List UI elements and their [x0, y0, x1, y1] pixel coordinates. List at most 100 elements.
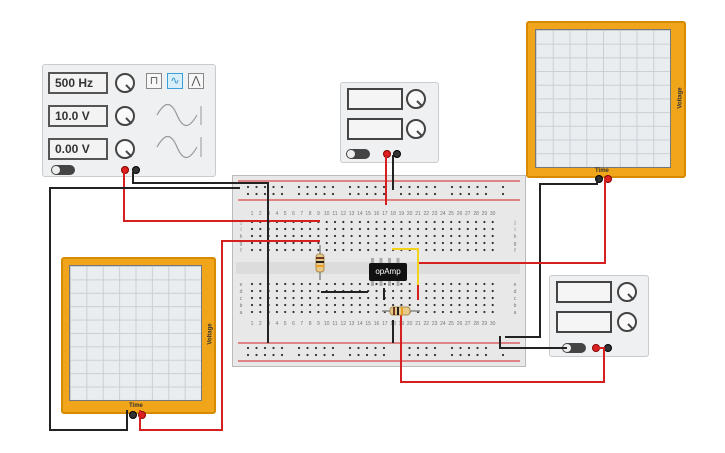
row-letter: a — [240, 310, 243, 316]
rail-hole — [331, 353, 335, 357]
breadboard-hole — [392, 296, 395, 300]
rail-hole — [382, 346, 386, 350]
row-letter: j — [513, 220, 515, 226]
rail-hole — [467, 353, 471, 357]
column-number: 18 — [390, 211, 396, 217]
power-supply-top[interactable] — [340, 82, 439, 163]
rail-hole — [399, 192, 403, 196]
rail-hole — [450, 346, 454, 350]
row-letter: e — [514, 282, 517, 288]
breadboard-hole — [491, 310, 494, 314]
rail-hole — [357, 353, 360, 357]
breadboard-hole — [259, 227, 262, 231]
breadboard-hole — [317, 296, 320, 300]
voltage-knob[interactable] — [617, 282, 637, 302]
breadboard-hole — [433, 227, 436, 231]
rail-hole — [323, 192, 326, 196]
breadboard-hole — [325, 289, 328, 293]
breadboard-hole — [292, 310, 295, 314]
negative-terminal[interactable] — [393, 150, 401, 158]
rail-hole — [255, 346, 258, 350]
oscilloscope-top[interactable]: Voltage Time — [526, 21, 686, 183]
column-number: 3 — [267, 211, 270, 217]
breadboard-hole — [309, 303, 312, 307]
column-number: 10 — [324, 321, 330, 327]
breadboard-hole — [309, 289, 312, 293]
waveform-preview-icon — [156, 103, 202, 159]
current-knob[interactable] — [617, 312, 637, 332]
breadboard-hole — [483, 296, 486, 300]
current-knob[interactable] — [406, 119, 426, 139]
function-generator[interactable]: 500 Hz 10.0 V 0.00 V ⊓ ∿ ⋀ — [42, 64, 216, 177]
rail-hole — [416, 185, 420, 189]
column-number: 20 — [407, 321, 413, 327]
rail-hole — [459, 185, 462, 189]
breadboard-hole — [400, 234, 403, 238]
breadboard-hole — [267, 303, 270, 307]
dc-offset-knob[interactable] — [115, 139, 135, 159]
amplitude-knob[interactable] — [115, 106, 135, 126]
row-letter: f — [240, 248, 242, 254]
breadboard-hole — [267, 220, 270, 224]
rail-hole — [246, 185, 250, 189]
frequency-display[interactable]: 500 Hz — [48, 72, 108, 94]
positive-terminal[interactable] — [383, 150, 391, 158]
rail-hole — [416, 346, 420, 350]
power-toggle[interactable] — [346, 149, 370, 159]
row-letter: c — [514, 296, 517, 302]
rail-hole — [272, 192, 275, 196]
breadboard-hole — [425, 234, 428, 238]
dc-offset-display[interactable]: 0.00 V — [48, 138, 108, 160]
rail-hole — [399, 346, 403, 350]
rail-hole — [382, 353, 386, 357]
breadboard-hole — [367, 241, 370, 245]
column-number: 14 — [357, 211, 363, 217]
column-number: 1 — [251, 211, 254, 217]
breadboard-hole — [275, 227, 278, 231]
column-number: 2 — [259, 321, 262, 327]
sine-wave-icon[interactable]: ∿ — [167, 73, 183, 89]
breadboard-hole — [408, 227, 411, 231]
breadboard-hole — [292, 289, 295, 293]
square-wave-icon[interactable]: ⊓ — [146, 73, 162, 89]
breadboard-hole — [475, 220, 478, 224]
breadboard-hole — [350, 227, 353, 231]
column-number: 25 — [448, 211, 454, 217]
breadboard-hole — [342, 248, 345, 252]
breadboard-hole — [375, 296, 378, 300]
breadboard-hole — [309, 241, 312, 245]
breadboard-hole — [300, 296, 303, 300]
breadboard-hole — [342, 282, 345, 286]
opamp-chip[interactable]: opAmp — [369, 263, 407, 281]
breadboard-hole — [367, 296, 370, 300]
breadboard-hole — [342, 303, 345, 307]
breadboard-hole — [292, 303, 295, 307]
column-number: 7 — [300, 211, 303, 217]
breadboard-hole — [416, 282, 420, 286]
breadboard-hole — [475, 303, 478, 307]
breadboard-hole — [309, 227, 312, 231]
column-number: 14 — [357, 321, 363, 327]
breadboard-hole — [491, 248, 494, 252]
breadboard-hole — [466, 310, 469, 314]
power-toggle[interactable] — [51, 165, 75, 175]
column-number: 21 — [415, 211, 421, 217]
x-axis-label: Time — [595, 168, 609, 174]
breadboard-hole — [267, 227, 270, 231]
breadboard-hole — [350, 241, 353, 245]
rail-hole — [280, 185, 284, 189]
rail-hole — [450, 353, 454, 357]
breadboard-hole — [284, 289, 287, 293]
rail-hole — [297, 185, 301, 189]
column-number: 30 — [490, 321, 496, 327]
amplitude-display[interactable]: 10.0 V — [48, 105, 108, 127]
voltage-knob[interactable] — [406, 89, 426, 109]
breadboard-hole — [400, 296, 403, 300]
breadboard-hole — [416, 248, 420, 252]
breadboard-hole — [292, 220, 295, 224]
frequency-knob[interactable] — [115, 73, 135, 93]
breadboard-hole — [325, 241, 328, 245]
breadboard-hole — [317, 234, 320, 238]
rail-hole — [374, 346, 377, 350]
triangle-wave-icon[interactable]: ⋀ — [188, 73, 204, 89]
